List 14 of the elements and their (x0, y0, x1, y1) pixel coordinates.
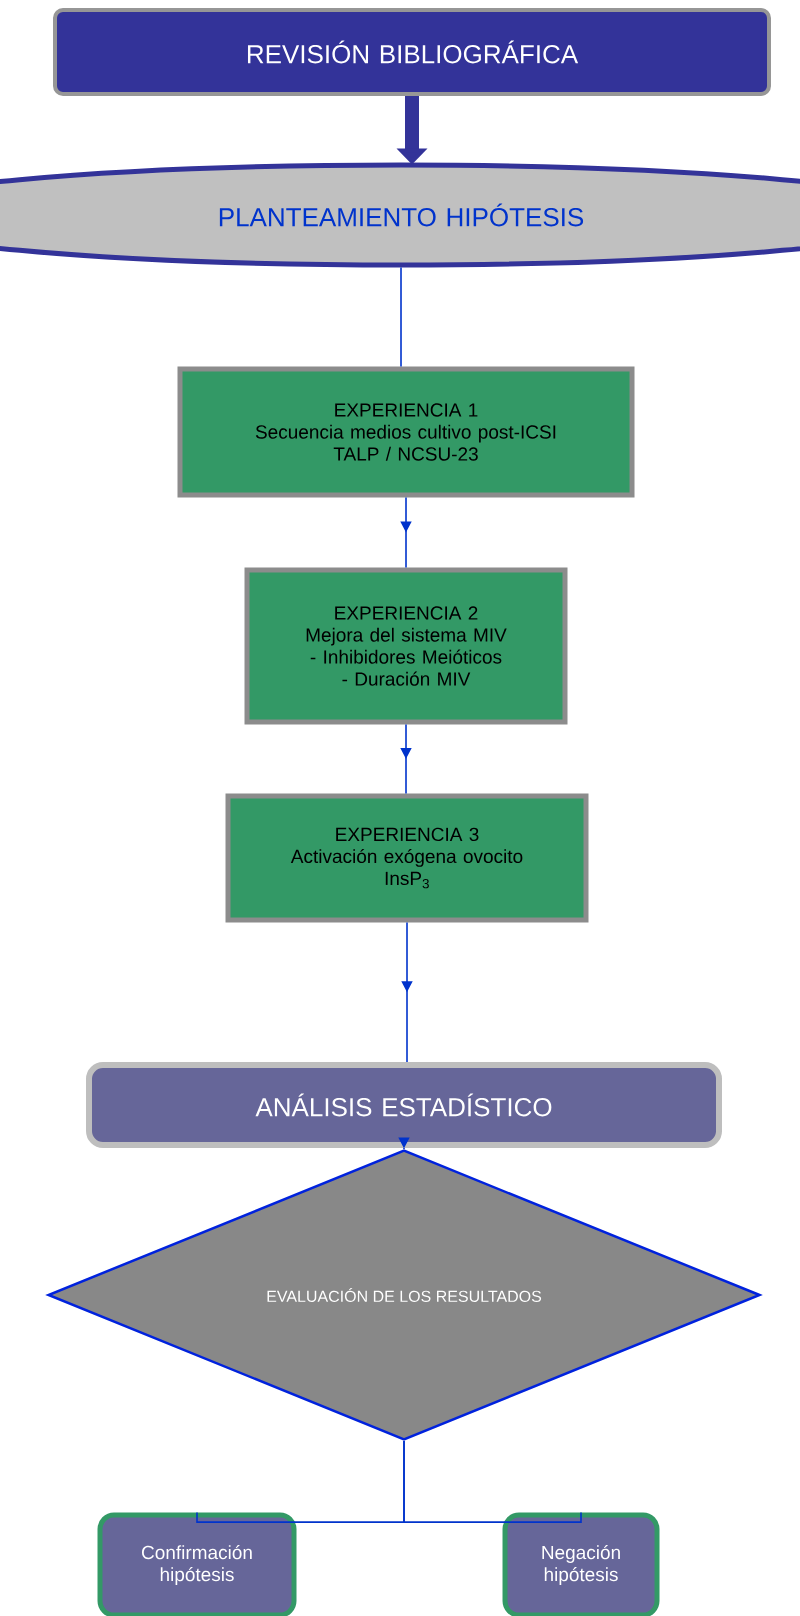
process-box: EXPERIENCIA 1 Secuencia medios cultivo post-ICSI TALP / NCSU-23 (177, 366, 635, 498)
connector-line (400, 266, 402, 368)
arrow (401, 921, 413, 1063)
arrow (400, 496, 412, 569)
connector-line (403, 1440, 582, 1523)
process-box: ANÁLISIS ESTADÍSTICO (86, 1062, 722, 1148)
outcome-box: Confirmación hipótesis (97, 1512, 297, 1616)
arrow (398, 1137, 410, 1150)
process-box: EXPERIENCIA 2 Mejora del sistema MIV - Inhibidores Meióticos - Duración MIV (244, 567, 568, 725)
ellipse-node: PLANTEAMIENTO HIPÓTESIS (0, 162, 800, 268)
outcome-box: Negación hipótesis (502, 1512, 660, 1616)
arrow (400, 723, 412, 795)
title-box: REVISIÓN BIBLIOGRÁFICA (53, 8, 771, 96)
process-box: EXPERIENCIA 3 Activación exógena ovocito InsP$_{3}$ (225, 793, 589, 923)
